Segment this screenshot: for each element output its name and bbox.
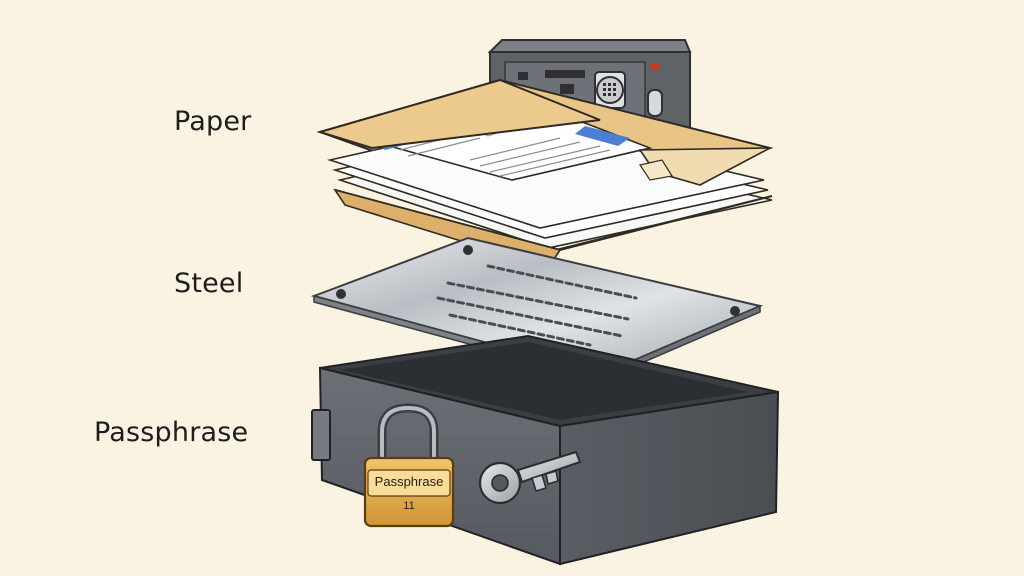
padlock-icon (363, 403, 455, 528)
paper-label: Paper (174, 106, 252, 137)
envelope-icon (316, 78, 774, 269)
lockbox-icon (311, 334, 780, 566)
padlock-number: 11 (403, 500, 415, 512)
steel-label: Steel (174, 268, 244, 299)
padlock-tag-text: Passphrase (374, 474, 444, 489)
key-icon (478, 450, 582, 505)
passphrase-label: Passphrase (94, 417, 249, 448)
